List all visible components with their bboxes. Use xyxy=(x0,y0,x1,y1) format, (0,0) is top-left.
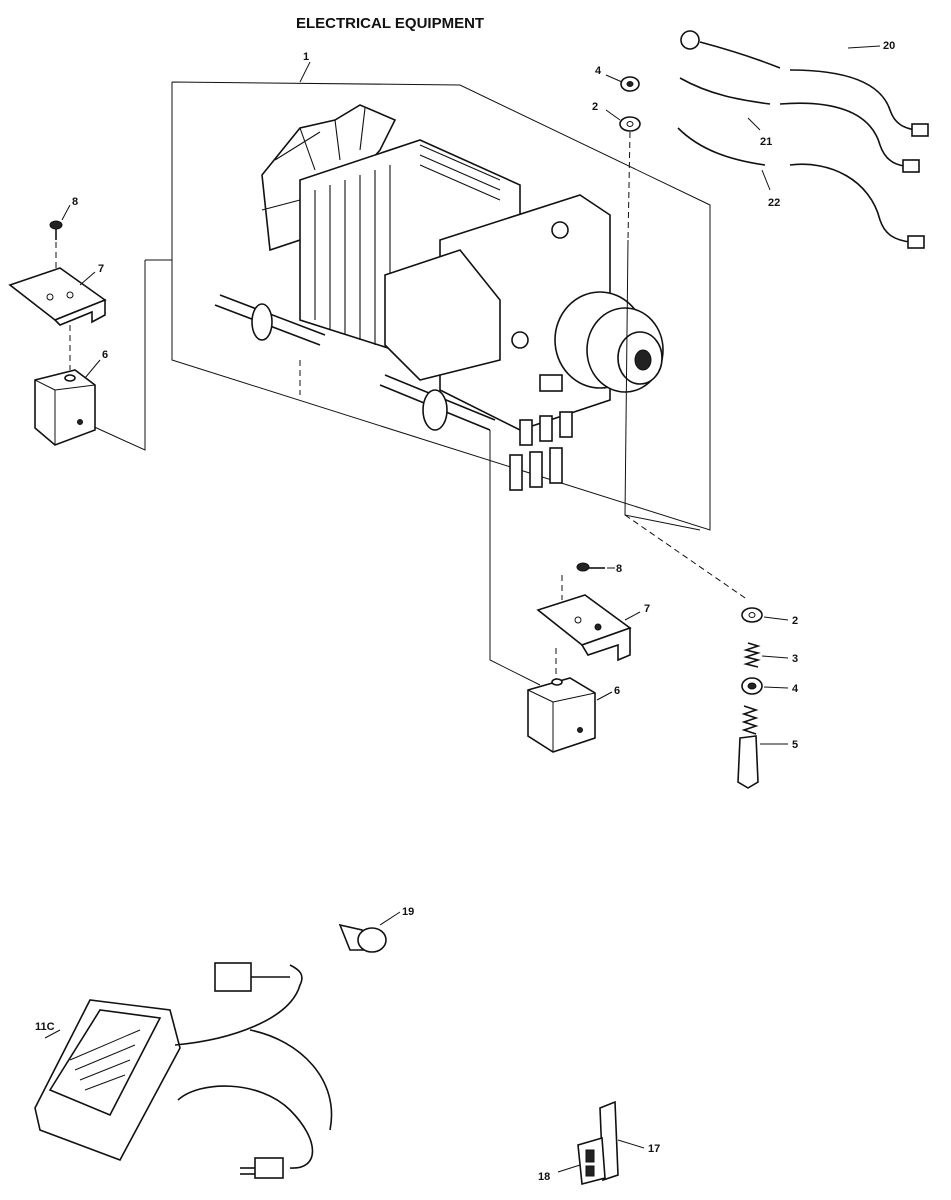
cord-plug-top xyxy=(214,962,252,992)
callout-brush: 5 xyxy=(792,739,798,751)
bracket-left xyxy=(8,267,107,326)
callout-motor: 1 xyxy=(303,51,309,63)
foot-control xyxy=(34,962,333,1179)
callout-screw-left: 8 xyxy=(72,196,78,208)
mount-shafts xyxy=(214,294,496,431)
callout-bracket-right: 7 xyxy=(644,603,650,615)
washer-bottom xyxy=(741,607,763,623)
terminal-block xyxy=(557,1100,645,1186)
callout-washer-bottom: 2 xyxy=(792,615,798,627)
block-left xyxy=(34,359,101,446)
connector xyxy=(338,911,401,953)
callout-lead-21: 21 xyxy=(760,136,772,148)
callout-nut-bottom: 4 xyxy=(792,683,799,695)
callout-terminal-18: 18 xyxy=(538,1171,550,1183)
callout-foot-control: 11C xyxy=(35,1021,55,1033)
callout-nut-top: 4 xyxy=(595,65,602,77)
callout-screw-right: 8 xyxy=(616,563,622,575)
callout-washer-top: 2 xyxy=(592,101,598,113)
ring-terminal xyxy=(680,30,700,50)
spring xyxy=(743,642,789,668)
screw-right xyxy=(576,562,615,572)
washer-top xyxy=(619,116,641,132)
diagram-title: ELECTRICAL EQUIPMENT xyxy=(296,15,484,32)
lead-wires xyxy=(677,30,929,249)
left-mount-set xyxy=(8,204,107,446)
motor-assembly xyxy=(214,104,664,491)
callout-lead-20: 20 xyxy=(883,40,895,52)
block-right xyxy=(527,677,613,753)
brush-stack xyxy=(624,514,789,789)
callout-block-left: 6 xyxy=(102,349,108,361)
callout-connector: 19 xyxy=(402,906,414,918)
callout-lead-22: 22 xyxy=(768,197,780,209)
cord-plug-bottom xyxy=(254,1157,284,1179)
terminal-tabs xyxy=(509,411,573,491)
brush xyxy=(737,705,788,789)
pulley xyxy=(554,291,664,393)
callout-spring: 3 xyxy=(792,653,798,665)
callout-bracket-left: 7 xyxy=(98,263,104,275)
right-mount-set xyxy=(489,430,641,753)
callout-block-right: 6 xyxy=(614,685,620,697)
callout-terminal-17: 17 xyxy=(648,1143,660,1155)
screw-left xyxy=(49,204,71,240)
bracket-right xyxy=(536,594,641,662)
motor-group-outline xyxy=(89,61,711,531)
